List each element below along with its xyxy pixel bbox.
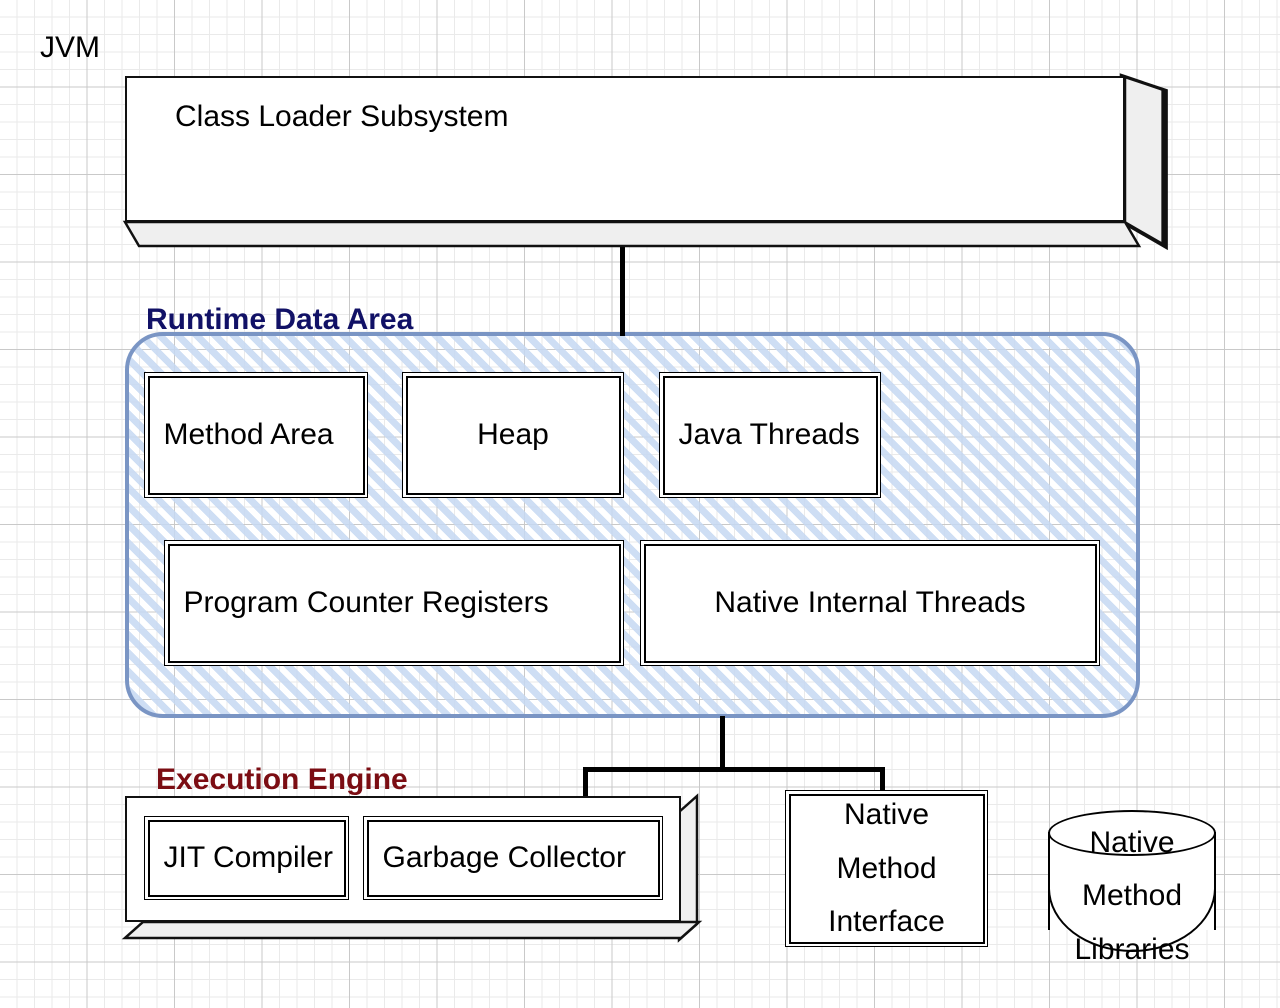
connector-to-execution-engine — [583, 767, 588, 799]
native-method-libraries-cylinder[interactable]: Native Method Libraries — [1048, 810, 1216, 966]
cylinder-top-ellipse — [1048, 810, 1216, 856]
connector-runtime-crossbar — [583, 767, 885, 772]
jit-compiler-box[interactable]: JIT Compiler — [144, 816, 349, 900]
native-method-interface-text: Native Method Interface — [791, 788, 983, 948]
class-loader-subsystem-box[interactable]: Class Loader Subsystem — [122, 73, 1168, 251]
method-area-box[interactable]: Method Area — [144, 372, 368, 498]
nml-line-1: Native — [1089, 826, 1175, 859]
native-method-libraries-text: Native Method Libraries — [1040, 816, 1224, 976]
connector-runtime-trunk — [720, 716, 725, 772]
jvm-root-label: JVM — [40, 31, 100, 64]
nmi-line-3: Interface — [828, 905, 945, 939]
program-counter-registers-label: Program Counter Registers — [183, 586, 549, 620]
class-loader-front-face — [125, 76, 1125, 222]
garbage-collector-box[interactable]: Garbage Collector — [363, 816, 663, 900]
heap-label: Heap — [477, 418, 549, 452]
class-loader-label: Class Loader Subsystem — [175, 100, 509, 133]
java-threads-label: Java Threads — [678, 418, 860, 452]
garbage-collector-label: Garbage Collector — [382, 841, 626, 875]
jit-compiler-label: JIT Compiler — [163, 841, 333, 875]
native-method-interface-box[interactable]: Native Method Interface — [785, 790, 988, 947]
native-internal-threads-box[interactable]: Native Internal Threads — [640, 540, 1100, 666]
execution-engine-title: Execution Engine — [156, 763, 408, 796]
native-internal-threads-label: Native Internal Threads — [714, 586, 1026, 620]
nml-line-2: Method — [1081, 879, 1183, 913]
runtime-data-area-title: Runtime Data Area — [146, 303, 414, 336]
execution-engine-bottom-panel — [121, 920, 703, 940]
nmi-line-1: Native — [843, 798, 930, 832]
java-threads-box[interactable]: Java Threads — [659, 372, 881, 498]
program-counter-registers-box[interactable]: Program Counter Registers — [164, 540, 624, 666]
class-loader-bottom-panel — [122, 220, 1142, 248]
connector-to-native-method-interface — [880, 767, 885, 791]
nml-line-3: Libraries — [1074, 932, 1190, 966]
nmi-line-2: Method — [836, 851, 937, 885]
method-area-label: Method Area — [163, 418, 334, 452]
heap-box[interactable]: Heap — [402, 372, 624, 498]
connector-classloader-to-runtime — [620, 224, 625, 336]
